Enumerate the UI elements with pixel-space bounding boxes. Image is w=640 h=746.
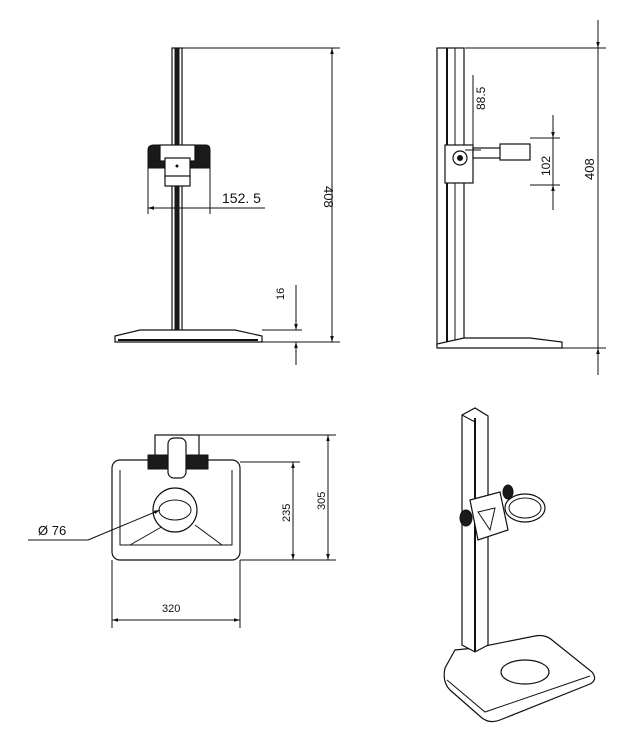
side-arm-offset-label: 88.5	[474, 86, 488, 110]
front-base-thickness-label: 16	[275, 288, 287, 300]
isometric-view	[443, 407, 596, 723]
top-hole-diameter-label: Ø 76	[38, 523, 66, 538]
side-clamp-arm	[444, 143, 531, 184]
top-depth-label: 305	[316, 492, 328, 510]
top-width-label: 320	[162, 603, 180, 615]
front-clamp	[147, 144, 211, 187]
front-view: 152. 5 408 16	[114, 47, 340, 365]
side-base	[436, 337, 563, 349]
top-base-depth-label: 235	[281, 504, 293, 522]
side-view: 408 102 88.5	[436, 20, 606, 375]
side-pillar	[436, 47, 465, 347]
front-clamp-width-label: 152. 5	[222, 190, 261, 206]
front-height-label: 408	[321, 186, 336, 208]
top-clamp	[147, 434, 209, 479]
top-hole	[152, 487, 198, 533]
side-clamp-height-label: 102	[539, 156, 553, 176]
side-height-label: 408	[582, 158, 597, 180]
iso-clamp	[459, 484, 546, 541]
top-view: 305 235 320 Ø 76	[28, 434, 336, 628]
